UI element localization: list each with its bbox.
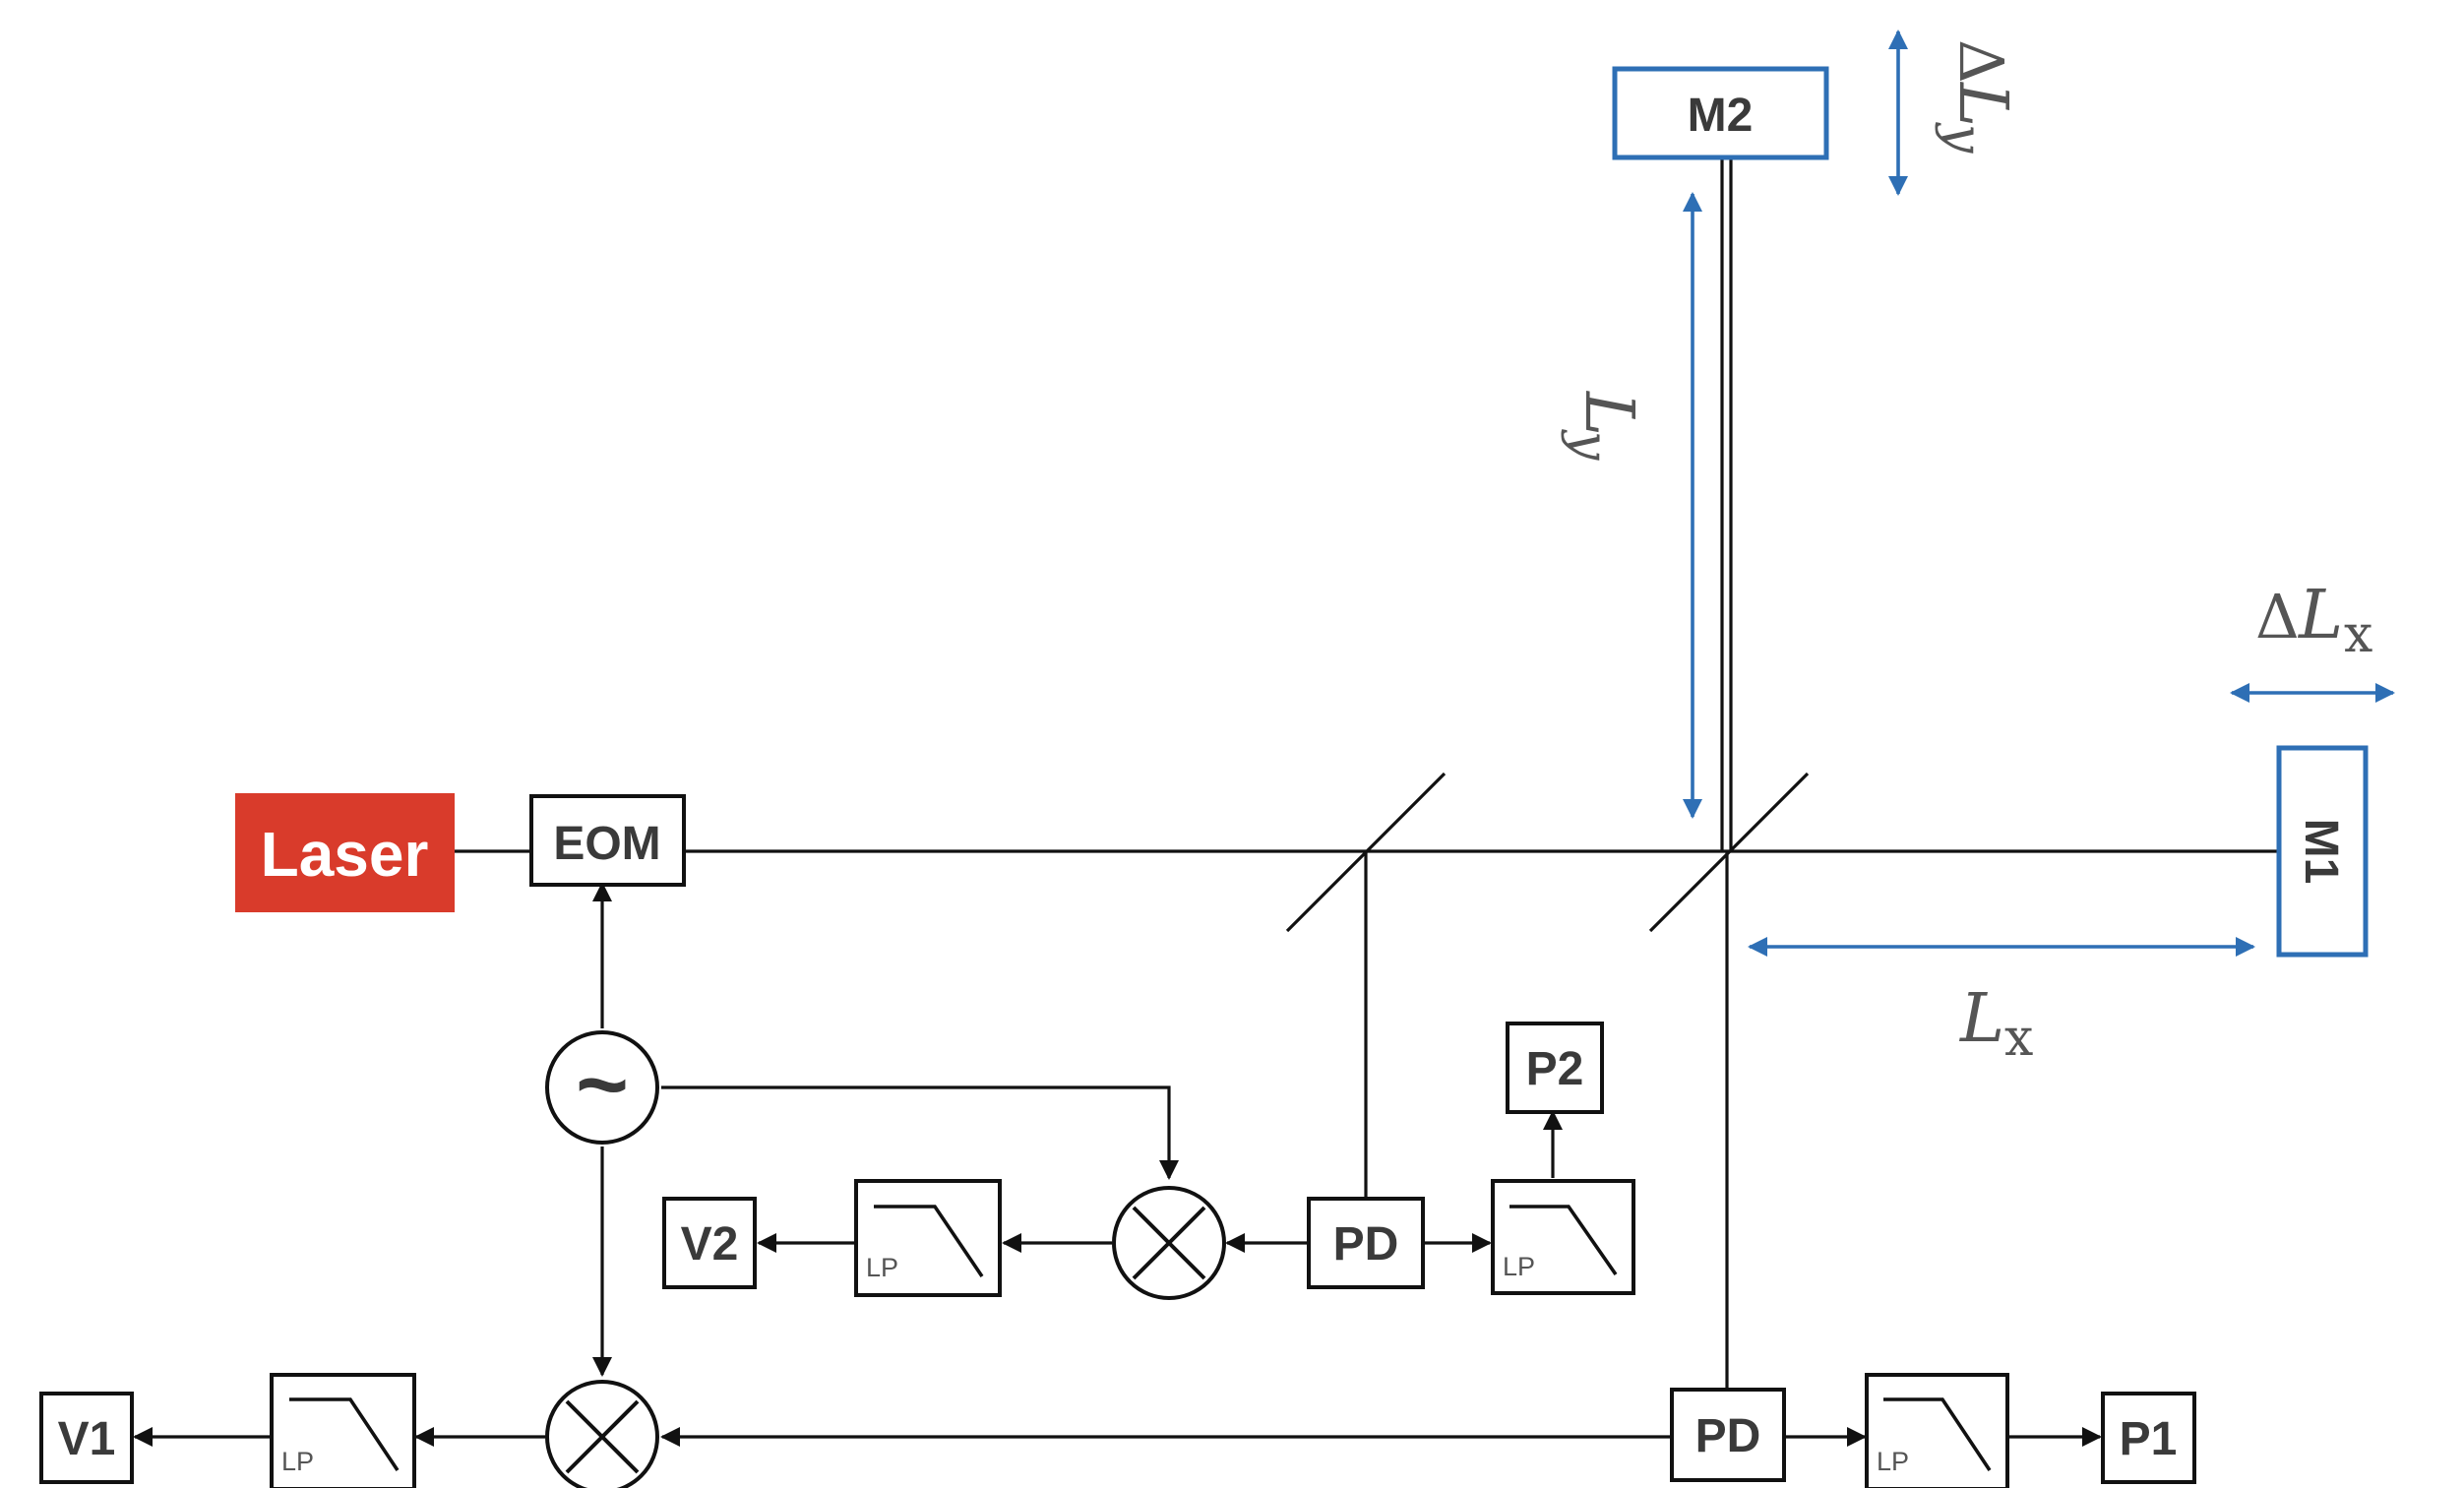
laser-box	[235, 793, 455, 912]
ly-subscript: y	[1560, 429, 1619, 461]
delta-ly-label: Δ L y	[1934, 39, 2021, 154]
delta-lx-subscript: x	[2344, 605, 2372, 664]
lx-subscript: x	[2004, 1009, 2033, 1068]
lowpass-label: LP	[1503, 1252, 1535, 1281]
mixer-1	[545, 1380, 659, 1488]
lowpass-label: LP	[1877, 1447, 1909, 1476]
photodetector-1: PD	[1670, 1388, 1786, 1482]
delta-lx-delta: Δ	[2255, 581, 2300, 652]
lx-symbol: L	[1958, 980, 2004, 1058]
m1-label: M1	[2295, 819, 2347, 885]
delta-lx-symbol: L	[2297, 577, 2343, 654]
pd-2-label: PD	[1333, 1218, 1399, 1271]
p2-label: P2	[1526, 1043, 1584, 1095]
electronic-wiring	[133, 882, 2102, 1447]
oscillator-symbol: ~	[576, 1034, 629, 1135]
beam-splitter-pickoff	[1285, 772, 1447, 933]
eom-label: EOM	[553, 818, 660, 870]
lowpass-filter-p1: LP	[1865, 1373, 2009, 1488]
oscillator-circle	[545, 1030, 659, 1145]
eom: EOM	[529, 794, 686, 887]
output-v2: V2	[662, 1197, 757, 1289]
lowpass-filter-v1: LP	[270, 1373, 416, 1488]
delta-ly-delta: Δ	[1945, 39, 2017, 84]
v2-label: V2	[681, 1218, 739, 1271]
m2-label: M2	[1688, 90, 1754, 142]
pd-1-label: PD	[1695, 1410, 1761, 1462]
laser-label: Laser	[261, 819, 429, 890]
mirror-2: M2	[1612, 66, 1829, 160]
lx-label: L x	[1958, 980, 2033, 1068]
p1-label: P1	[2120, 1413, 2178, 1465]
lowpass-filter-v2: LP	[854, 1179, 1002, 1297]
delta-lx-label: Δ L x	[2255, 577, 2372, 664]
lowpass-label: LP	[281, 1447, 314, 1476]
lowpass-label: LP	[866, 1253, 898, 1282]
ly-label: L y	[1560, 390, 1647, 461]
beam-splitter-main	[1648, 772, 1810, 933]
osc-to-mixer-2-arrow	[661, 1085, 1179, 1180]
lowpass-filter-p2: LP	[1491, 1179, 1635, 1295]
delta-ly-subscript: y	[1934, 122, 1993, 154]
optical-path	[455, 157, 2279, 1390]
photodetector-2: PD	[1307, 1197, 1425, 1289]
dimension-arrows	[1683, 29, 2395, 957]
output-p1: P1	[2101, 1392, 2196, 1484]
mirror-1: M1	[2276, 745, 2369, 958]
mixer-2	[1112, 1186, 1226, 1300]
eom-box	[529, 794, 686, 887]
delta-ly-symbol: L	[1943, 81, 2021, 127]
output-p2: P2	[1506, 1022, 1604, 1114]
output-v1: V1	[39, 1392, 134, 1484]
v1-label: V1	[58, 1413, 116, 1465]
laser: Laser	[235, 793, 455, 912]
oscillator: ~	[545, 1030, 659, 1145]
ly-symbol: L	[1570, 390, 1647, 436]
